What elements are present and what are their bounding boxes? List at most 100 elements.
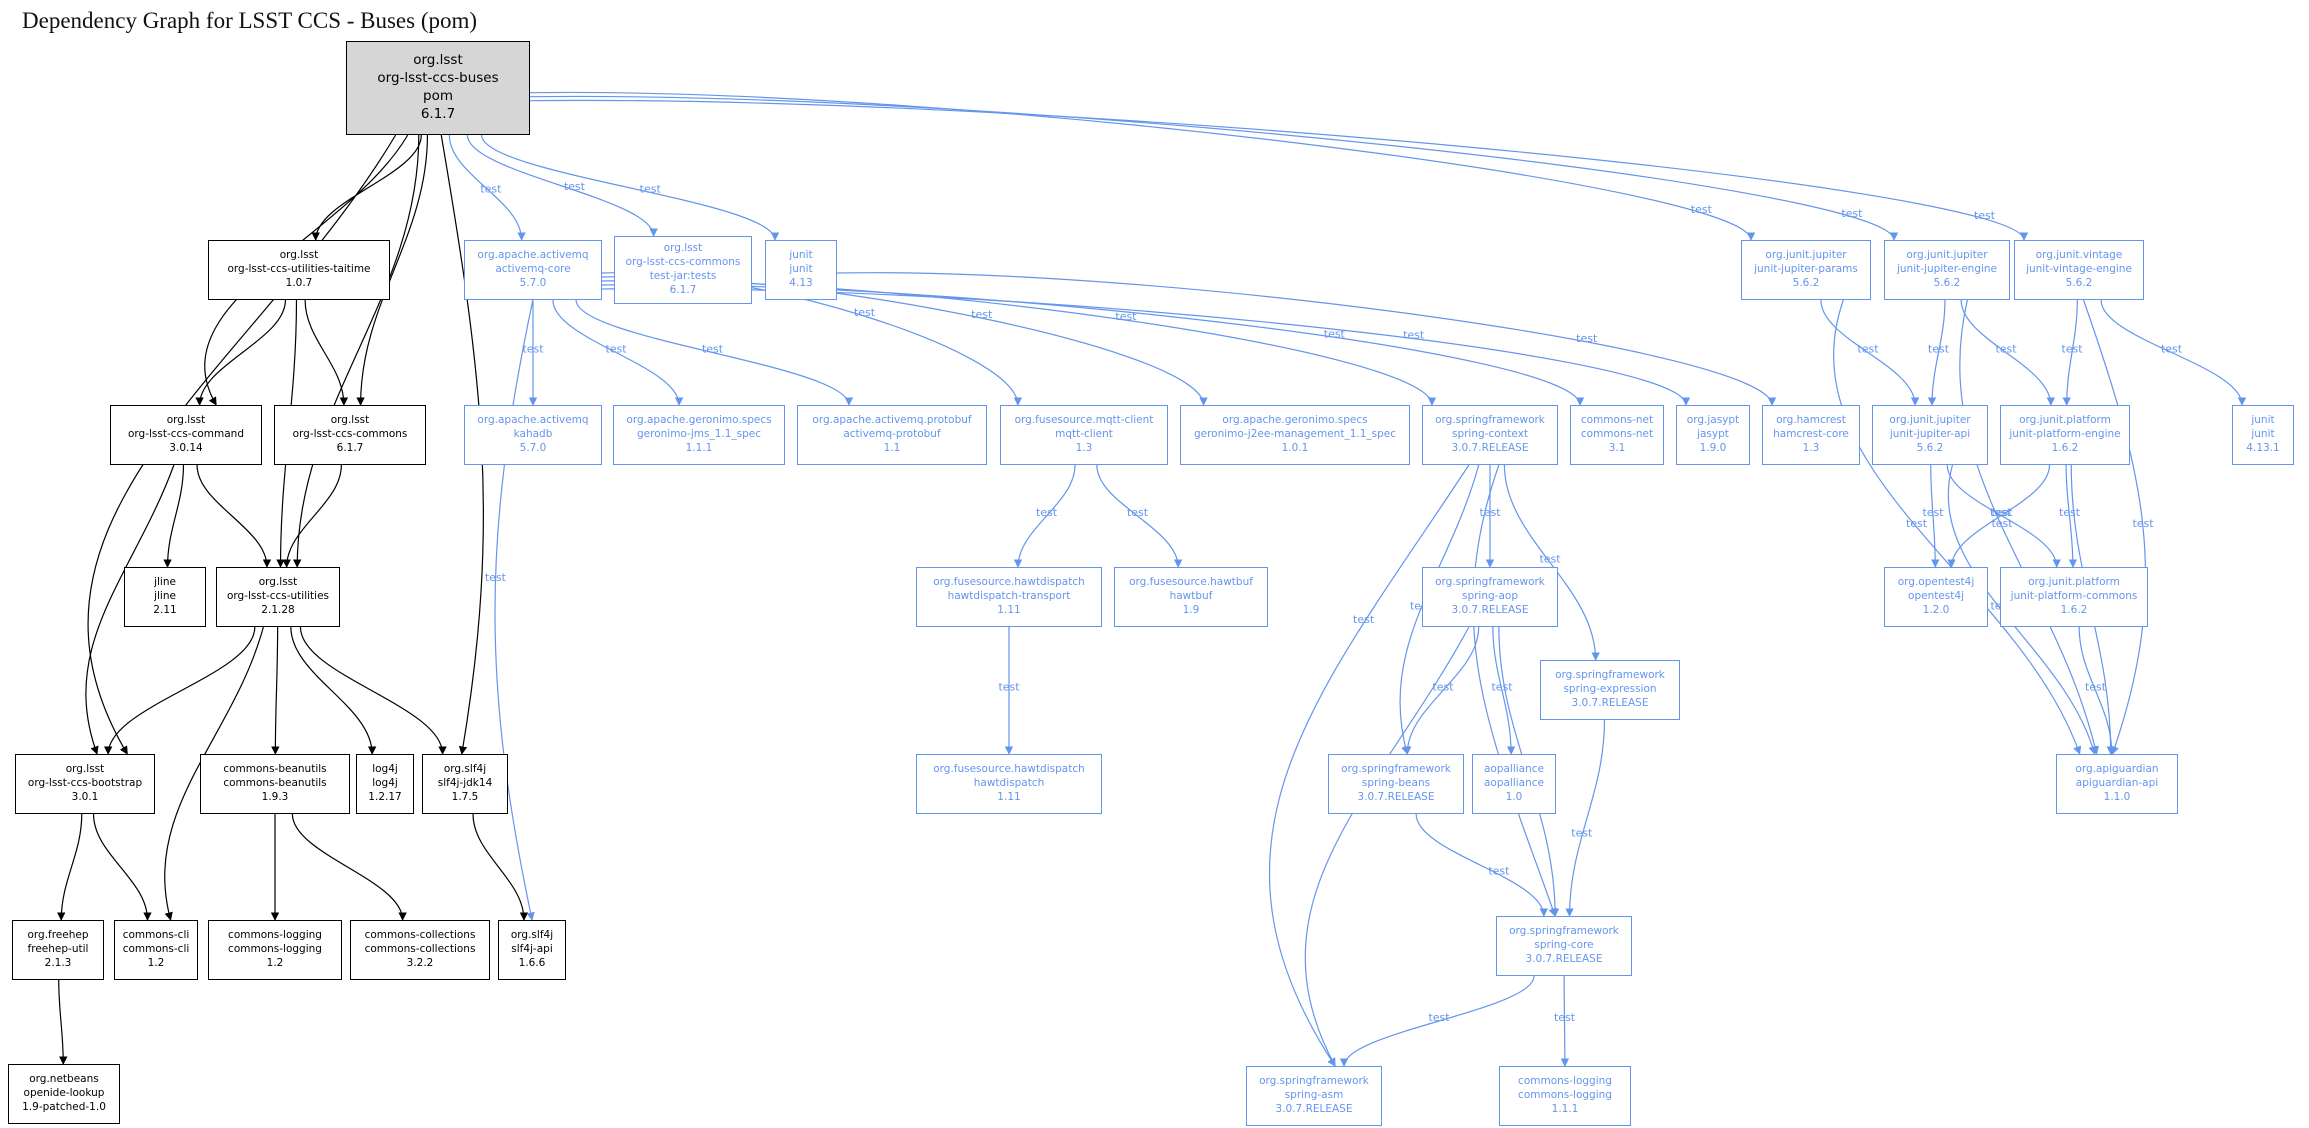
edge-label: test	[1922, 506, 1944, 519]
edge-spring-context--spring-beans	[1399, 464, 1480, 755]
edge-activemq-core--spring-context	[601, 280, 1437, 406]
edge-junit-vintage-engine--junit-platform-engine	[2062, 299, 2078, 406]
edge-label: test	[1516, 762, 1538, 775]
edge-label: test	[998, 681, 1020, 694]
edge-junit-jupiter-params--apiguardian-api	[1833, 299, 2082, 755]
edge-ccs-utilities--commons-beanutils	[271, 626, 280, 755]
edge-activemq-core--geronimo-jms-spec	[552, 299, 684, 406]
edge-taitime--ccs-command	[195, 299, 287, 406]
edge-junit-vintage-engine--apiguardian-api	[2082, 299, 2147, 755]
edge-junit-4-13--hamcrest-core	[836, 272, 1777, 406]
edge-label: test	[1463, 596, 1485, 609]
edge-activemq-core--mqtt-client	[601, 272, 1023, 406]
edge-label: test	[1857, 343, 1879, 356]
edge-label: test	[1554, 1011, 1576, 1024]
edge-mqtt-client--hawtbuf	[1096, 464, 1183, 568]
edge-buses-root--taitime	[311, 134, 422, 241]
edge-ccs-command--ccs-utilities	[196, 464, 272, 568]
edge-taitime--ccs-utilities	[276, 299, 298, 568]
edge-label: test	[1990, 600, 2012, 613]
edge-label: test	[1324, 327, 1346, 340]
edge-spring-aop--spring-asm	[1304, 626, 1470, 1067]
edge-activemq-core--slf4j-api	[494, 299, 535, 921]
edge-label: test	[1432, 681, 1454, 694]
edge-activemq-core--jasypt	[601, 288, 1691, 406]
edge-activemq-core--activemq-protobuf	[575, 299, 854, 406]
edge-ccs-commons--ccs-utilities	[282, 464, 342, 568]
graph-title: Dependency Graph for LSST CCS - Buses (p…	[22, 8, 478, 33]
edge-taitime--ccs-commons	[304, 299, 349, 406]
edge-ccs-bootstrap--commons-cli	[92, 813, 152, 921]
edge-commons-beanutils--commons-collections	[291, 813, 407, 921]
edge-buses-root--ccs-bootstrap	[87, 134, 397, 755]
edge-ccs-utilities--commons-cli	[164, 626, 264, 921]
edge-ccs-utilities--log4j	[290, 626, 377, 755]
edge-label: test	[1990, 506, 2012, 519]
edge-label: test	[522, 343, 544, 356]
edge-junit-jupiter-params--junit-jupiter-api	[1820, 299, 1920, 406]
edge-label: test	[1428, 1011, 1450, 1024]
edge-spring-context--spring-asm	[1268, 464, 1470, 1067]
edge-buses-root--ccs-commons-tests	[466, 134, 658, 237]
edge-spring-core--spring-asm	[1339, 975, 1535, 1067]
edge-junit-jupiter-engine--apiguardian-api	[1959, 299, 2099, 755]
edge-label: test	[1991, 506, 2013, 519]
edge-buses-root--slf4j-jdk14	[440, 134, 484, 755]
edge-label: test	[2132, 517, 2154, 530]
edge-label: test	[1036, 506, 1058, 519]
edge-label: test	[480, 182, 502, 195]
edge-buses-root--ccs-command	[204, 134, 409, 406]
edge-label: test	[702, 343, 724, 356]
edge-junit-vintage-engine--junit-4-13-1	[2100, 299, 2247, 406]
edge-spring-context--spring-core	[1472, 464, 1557, 917]
edge-label: test	[1115, 310, 1137, 323]
edge-label: test	[1928, 343, 1950, 356]
edge-label: test	[1991, 517, 2013, 530]
edge-spring-core--commons-logging-1-1-1	[1560, 975, 1570, 1067]
edge-spring-aop--aopalliance	[1492, 626, 1516, 755]
edge-label: test	[2059, 506, 2081, 519]
edge-label: test	[971, 308, 993, 321]
edge-label: test	[1841, 207, 1863, 220]
edge-junit-jupiter-engine--junit-jupiter-api	[1927, 299, 1946, 406]
edge-ccs-utilities--slf4j-jdk14	[299, 626, 447, 755]
edge-label: test	[1488, 865, 1510, 878]
edge-label: test	[640, 182, 662, 195]
edge-label: test	[1346, 796, 1368, 809]
edge-junit-jupiter-api--opentest4j	[1930, 464, 1940, 568]
edge-label: test	[1906, 517, 1928, 530]
edge-label: test	[2061, 343, 2083, 356]
edge-label: test	[1571, 826, 1593, 839]
edge-label: test	[2080, 600, 2102, 613]
edge-label: test	[1491, 681, 1513, 694]
edge-label: test	[1127, 506, 1149, 519]
edge-ccs-command--ccs-bootstrap	[85, 464, 175, 755]
edge-label: test	[2085, 681, 2107, 694]
edge-label: test	[2161, 343, 2183, 356]
edge-ccs-utilities--ccs-bootstrap	[103, 626, 256, 755]
edge-label: test	[564, 180, 586, 193]
edge-label: test	[1576, 332, 1598, 345]
edge-junit-platform-engine--opentest4j	[1947, 464, 2051, 568]
edge-buses-root--junit-jupiter-engine	[529, 95, 1899, 241]
edge-label: test	[1479, 506, 1501, 519]
edge-junit-platform-engine--junit-platform-commons	[2065, 464, 2078, 568]
edge-buses-root--junit-vintage-engine	[529, 99, 2029, 241]
edge-freehep-util--openide-lookup	[58, 979, 68, 1065]
edge-spring-expression--spring-core	[1565, 719, 1606, 917]
edge-buses-root--junit-4-13	[480, 134, 780, 241]
edge-label: test	[485, 571, 507, 584]
edge-ccs-bootstrap--freehep-util	[57, 813, 83, 921]
edge-ccs-command--jline	[163, 464, 185, 568]
edge-label: test	[854, 306, 876, 319]
edge-label: test	[1691, 203, 1713, 216]
edge-junit-jupiter-api--junit-platform-commons	[1946, 464, 2061, 568]
edge-label: test	[1403, 329, 1425, 342]
edge-mqtt-client--hawtdispatch-transport	[1013, 464, 1076, 568]
edge-label: test	[1974, 209, 1996, 222]
edge-label: test	[1410, 600, 1432, 613]
edge-buses-root--ccs-commons	[356, 134, 429, 406]
edge-buses-root--activemq-core	[448, 134, 526, 241]
